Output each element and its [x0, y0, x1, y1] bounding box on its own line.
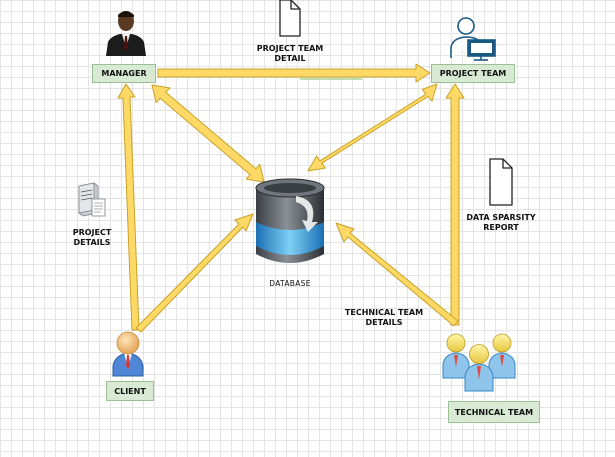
- client-node[interactable]: CLIENT: [106, 381, 154, 401]
- manager-person-icon: [106, 11, 146, 56]
- label-line: DATA SPARSITY: [466, 213, 536, 222]
- label-line: TECHNICAL TEAM: [344, 308, 424, 317]
- data-sparsity-report-label: DATA SPARSITY REPORT: [448, 213, 554, 233]
- label-line: REPORT: [483, 223, 519, 232]
- arrow-client-to-database: [135, 213, 254, 333]
- label-line: DETAILS: [365, 318, 403, 327]
- arrow-manager-to-project-team: [157, 63, 431, 83]
- arrow-technical-team-to-database: [335, 222, 459, 327]
- arrows: [117, 63, 465, 333]
- document-icon: [279, 0, 301, 37]
- client-person-icon: [112, 331, 144, 377]
- computer-user-icon: [450, 17, 496, 61]
- arrow-client-to-manager: [117, 83, 140, 331]
- manager-node[interactable]: MANAGER: [92, 64, 156, 83]
- database-icon: [255, 178, 325, 263]
- arrow-manager-database: [151, 84, 265, 183]
- arrow-technical-team-to-project-team: [445, 83, 465, 326]
- arrow-project-team-database: [307, 83, 438, 172]
- project-team-detail-label: PROJECT TEAM DETAIL: [230, 44, 350, 64]
- label-line: PROJECT: [72, 228, 112, 237]
- document-icon: [489, 158, 513, 206]
- label-line: DETAIL: [274, 54, 306, 63]
- database-label: DATABASE: [269, 279, 311, 288]
- technical-team-details-label: TECHNICAL TEAM DETAILS: [334, 308, 434, 328]
- server-icon: [78, 182, 106, 217]
- project-details-label: PROJECT DETAILS: [56, 228, 128, 248]
- project-team-node[interactable]: PROJECT TEAM: [431, 64, 515, 83]
- technical-team-node[interactable]: TECHNICAL TEAM: [448, 401, 540, 423]
- team-people-icon: [442, 333, 516, 392]
- label-line: PROJECT TEAM: [256, 44, 324, 53]
- label-line: DETAILS: [73, 238, 111, 247]
